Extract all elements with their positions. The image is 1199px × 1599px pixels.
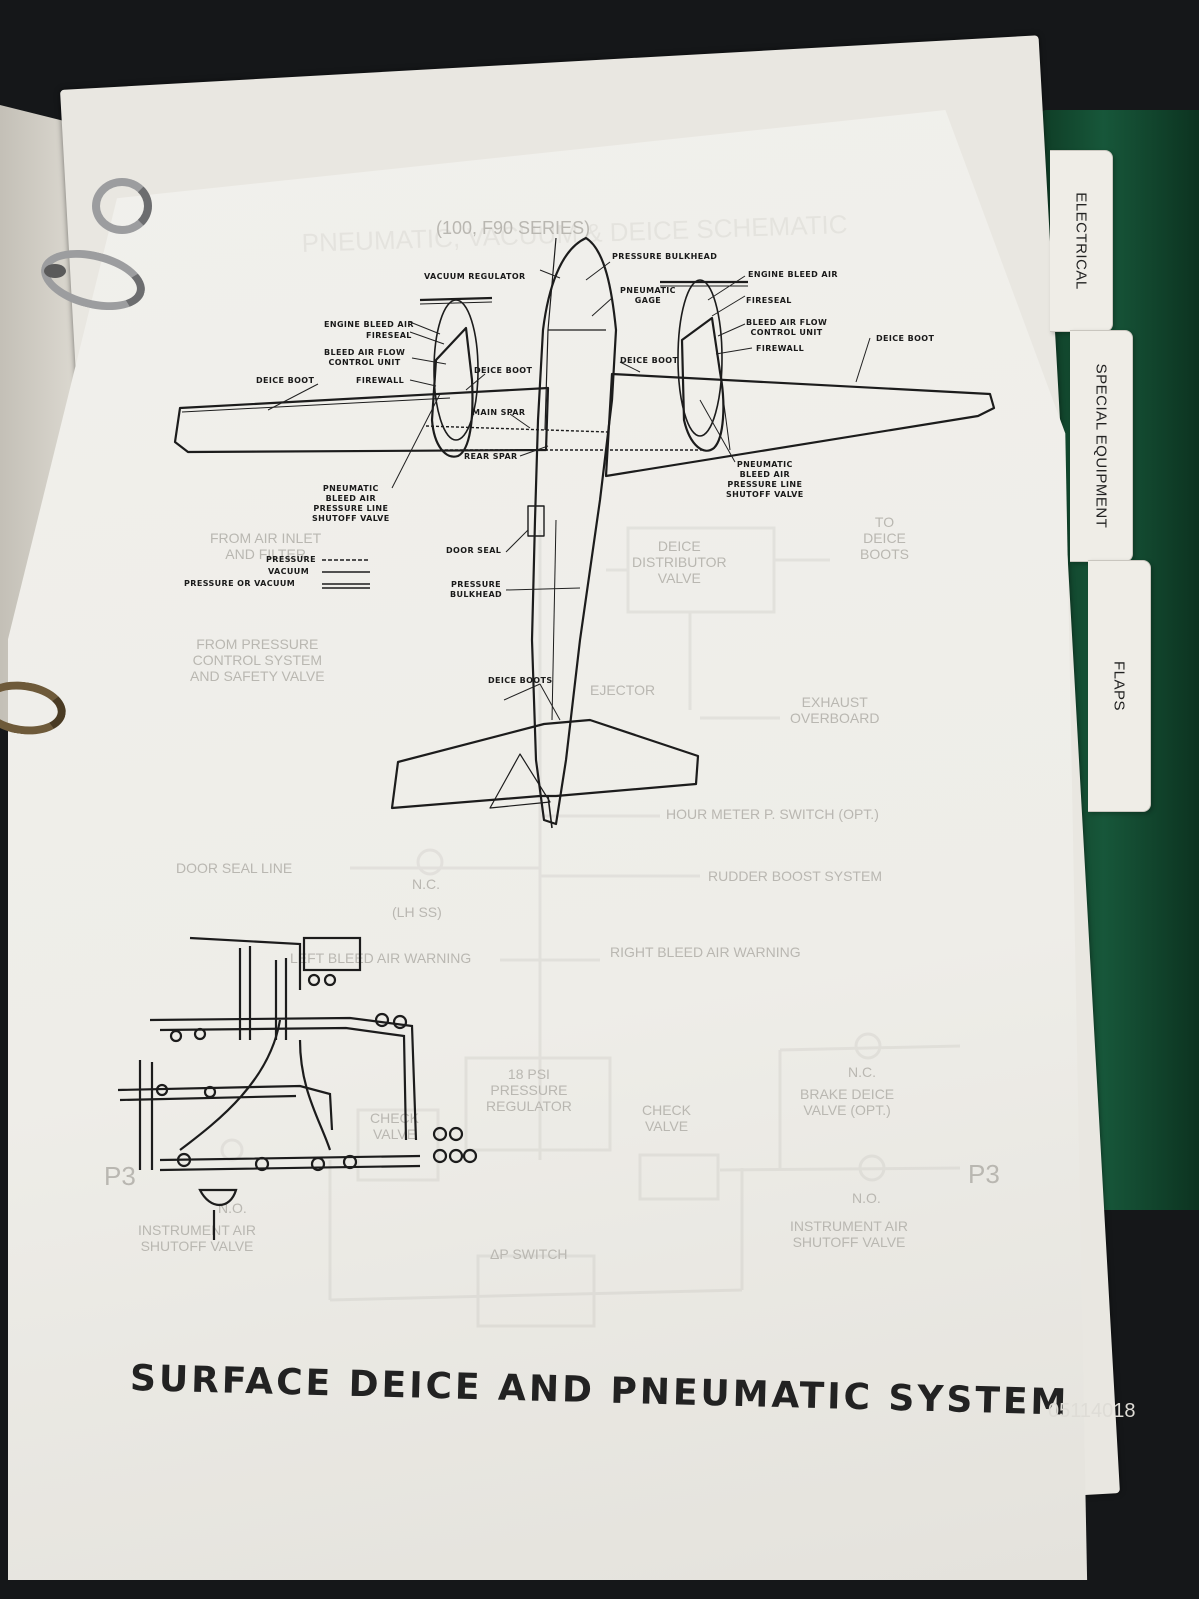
label-engine-bleed-air-right: ENGINE BLEED AIR: [748, 270, 838, 279]
label-deice-boot-left: DEICE BOOT: [256, 376, 315, 385]
tab-electrical[interactable]: ELECTRICAL: [1050, 150, 1113, 332]
label-main-spar: MAIN SPAR: [472, 408, 526, 417]
legend-lines: [322, 559, 370, 589]
label-engine-bleed-air-left: ENGINE BLEED AIR: [324, 320, 414, 329]
label-firewall-left: FIREWALL: [356, 376, 405, 385]
bleed-label-nc-left: N.C.: [412, 876, 440, 892]
label-vacuum-regulator: VACUUM REGULATOR: [424, 272, 526, 281]
binder-ring-upper: [92, 178, 152, 234]
bleed-label-rudder-boost: RUDDER BOOST SYSTEM: [708, 868, 882, 884]
label-door-seal: DOOR SEAL: [446, 546, 502, 555]
bleed-label-brake-deice: BRAKE DEICE VALVE (OPT.): [800, 1086, 895, 1118]
label-firewall-right: FIREWALL: [756, 344, 805, 353]
bleed-label-left-bleed: LEFT BLEED AIR WARNING: [290, 950, 472, 966]
bleed-label-p3-right: P3: [968, 1159, 1000, 1189]
label-pneumatic-valve-left: PNEUMATIC BLEED AIR PRESSURE LINE SHUTOF…: [312, 484, 390, 523]
tab-flaps[interactable]: FLAPS: [1088, 560, 1151, 812]
label-rear-spar: REAR SPAR: [464, 452, 518, 461]
fuselage-outline: [530, 236, 618, 826]
bleed-label-lh-ss: (LH SS): [392, 904, 442, 920]
label-pneumatic-valve-right: PNEUMATIC BLEED AIR PRESSURE LINE SHUTOF…: [726, 460, 804, 499]
left-wing-outline: [173, 386, 550, 454]
bleed-label-ejector: EJECTOR: [590, 682, 656, 698]
bleed-label-to-boots: TO DEICE BOOTS: [860, 514, 910, 562]
label-pressure-bulkhead-top: PRESSURE BULKHEAD: [612, 252, 718, 261]
label-deice-boot-right: DEICE BOOT: [876, 334, 935, 343]
bleed-label-dp-switch: ΔP SWITCH: [490, 1246, 568, 1262]
legend-pressure: PRESSURE: [266, 555, 316, 564]
left-nacelle: [430, 326, 474, 458]
label-deice-boot-inner-right: DEICE BOOT: [620, 356, 679, 365]
bleed-label-from-pressure: FROM PRESSURE CONTROL SYSTEM AND SAFETY …: [190, 636, 325, 684]
legend-pressure-or-vacuum: PRESSURE OR VACUUM: [184, 579, 296, 588]
bleed-label-hour-meter: HOUR METER P. SWITCH (OPT.): [666, 806, 879, 822]
legend-vacuum: VACUUM: [268, 567, 310, 576]
bleed-label-right-bleed: RIGHT BLEED AIR WARNING: [610, 944, 801, 960]
label-pressure-bulkhead-lower: PRESSURE BULKHEAD: [450, 580, 503, 599]
bleed-label-p3-left: P3: [104, 1161, 136, 1191]
bleed-label-nc-right: N.C.: [848, 1064, 876, 1080]
horizontal-stabilizer: [390, 718, 700, 810]
label-deice-boots-tail: DEICE BOOTS: [488, 676, 553, 685]
punch-hole: [44, 264, 66, 278]
bleed-air-plumbing-detail: [117, 936, 478, 1240]
bleed-label-deice-valve: DEICE DISTRIBUTOR VALVE: [632, 538, 727, 586]
bleed-label-exhaust: EXHAUST OVERBOARD: [790, 694, 880, 726]
label-fireseal-left: FIRESEAL: [366, 331, 412, 340]
label-fireseal-right: FIRESEAL: [746, 296, 792, 305]
label-deice-boot-inner-left: DEICE BOOT: [474, 366, 533, 375]
bleed-label-inst-air-left: INSTRUMENT AIR SHUTOFF VALVE: [138, 1222, 256, 1254]
bleed-label-inst-air-right: INSTRUMENT AIR SHUTOFF VALVE: [790, 1218, 908, 1250]
bleed-label-door-seal-line: DOOR SEAL LINE: [176, 860, 293, 876]
right-wing-outline: [604, 372, 996, 478]
bleed-label-no: N.O.: [852, 1190, 881, 1206]
label-bleed-air-flow-left: BLEED AIR FLOW CONTROL UNIT: [324, 348, 406, 367]
bleed-label-subtitle: (100, F90 SERIES): [436, 218, 591, 238]
bleed-label-check-valve-right: CHECK VALVE: [642, 1102, 692, 1134]
bleed-label-psi-regulator: 18 PSI PRESSURE REGULATOR: [486, 1066, 572, 1114]
label-pneumatic-gage: PNEUMATIC GAGE: [620, 286, 676, 305]
bleed-label-air-inlet: FROM AIR INLET AND FILTER: [210, 530, 322, 562]
serial-number: 05114018: [1048, 1400, 1136, 1422]
label-bleed-air-flow-right: BLEED AIR FLOW CONTROL UNIT: [746, 318, 828, 337]
